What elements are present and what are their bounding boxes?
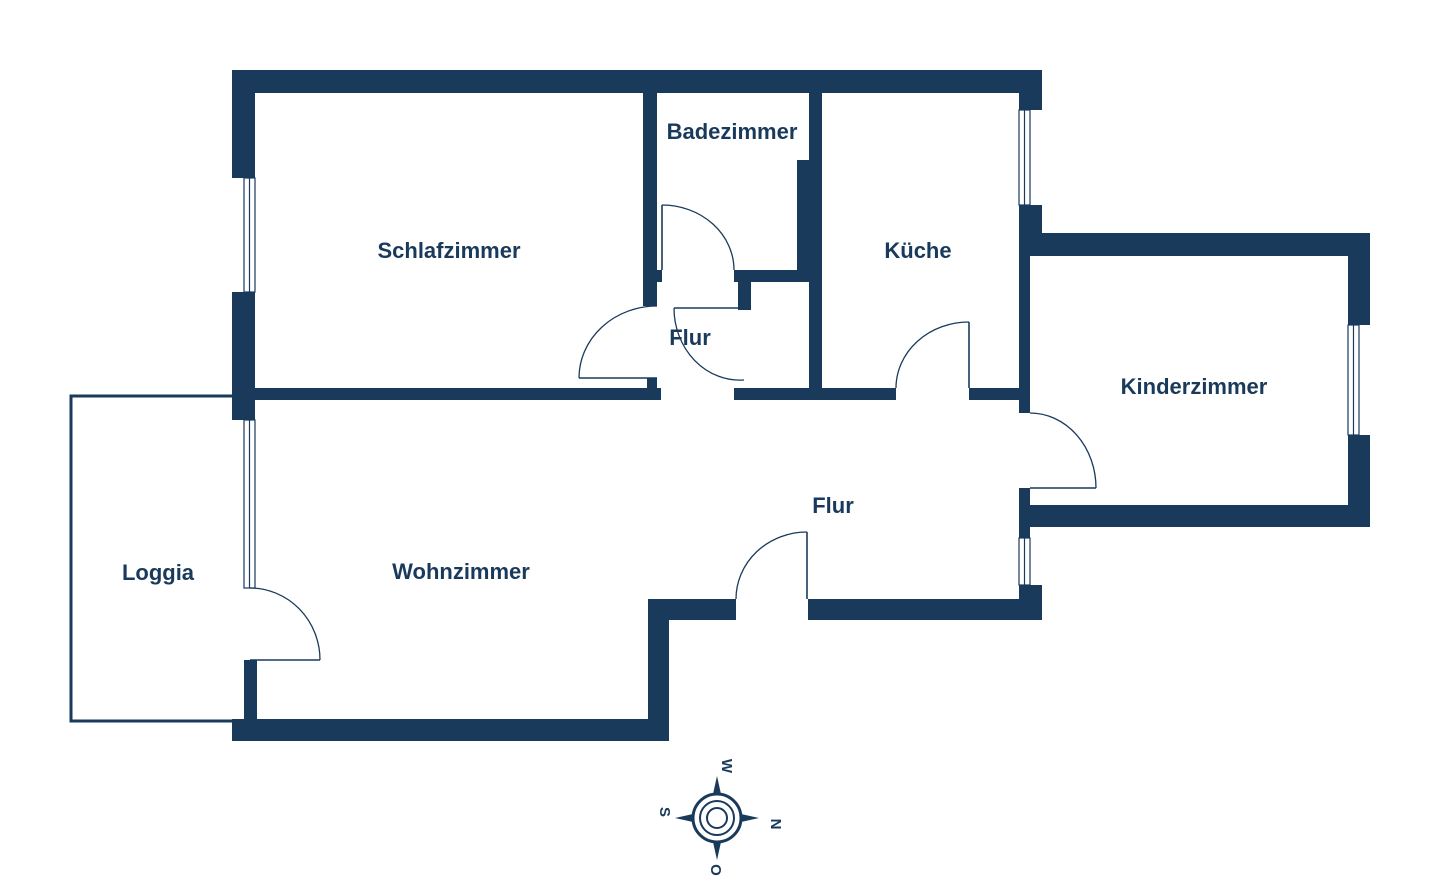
- window-kinder: [1347, 324, 1360, 436]
- door-kitchen[interactable]: [895, 321, 970, 389]
- window-flur: [1018, 537, 1031, 586]
- label-loggia: Loggia: [122, 560, 195, 585]
- label-badezimmer: Badezimmer: [667, 119, 798, 144]
- wall-bedroom-living: [244, 388, 661, 400]
- wall-kinder-right-top: [1348, 233, 1370, 325]
- wall-bottom-flur: [808, 599, 1042, 620]
- wall-bedroom-bath: [643, 93, 657, 306]
- wall-left-upper: [232, 70, 255, 178]
- wall-bedroom-bath-low: [647, 378, 657, 400]
- door-loggia[interactable]: [249, 587, 321, 661]
- doors: [249, 204, 1097, 661]
- window-bedroom: [243, 177, 256, 293]
- compass-north: N: [767, 819, 784, 830]
- wall-kitchen-bottom-left: [809, 388, 896, 400]
- window-kitchen: [1018, 109, 1031, 206]
- door-closet[interactable]: [673, 307, 745, 381]
- compass-needle-n: [741, 814, 759, 822]
- wall-closet-left: [738, 270, 751, 310]
- compass-needle-o: [713, 842, 721, 860]
- windows: [243, 109, 1360, 589]
- wall-bath-kitchen: [809, 93, 822, 400]
- compass-needle-w: [713, 776, 721, 794]
- compass-south: S: [656, 807, 673, 817]
- wall-kinder-bottom: [1030, 505, 1370, 527]
- compass-west: W: [718, 759, 735, 774]
- wall-right-flur-lower: [1019, 585, 1042, 620]
- label-wohnzimmer: Wohnzimmer: [392, 559, 530, 584]
- room-labels: Schlafzimmer Badezimmer Küche Flur Kinde…: [122, 119, 1268, 585]
- loggia-outline: [69, 394, 244, 723]
- label-flur-top: Flur: [669, 325, 711, 350]
- door-entrance[interactable]: [735, 531, 808, 600]
- wall-bottom-living: [232, 719, 669, 741]
- wall-kinder-right-bottom: [1348, 435, 1370, 527]
- wall-step-horizontal: [648, 599, 736, 620]
- wall-step-vertical: [648, 599, 669, 741]
- door-bedroom[interactable]: [578, 305, 658, 379]
- door-kinderzimmer[interactable]: [1029, 412, 1097, 489]
- wall-right-flur-mid: [1019, 488, 1030, 538]
- compass: W O N S: [656, 759, 784, 876]
- label-kinderzimmer: Kinderzimmer: [1121, 374, 1268, 399]
- wall-bath-inner: [797, 160, 811, 282]
- wall-kitchen-bottom-right: [969, 388, 1030, 400]
- wall-top: [232, 70, 1042, 93]
- wall-bath-left-stub: [656, 270, 662, 282]
- compass-needle-s: [675, 814, 693, 822]
- label-schlafzimmer: Schlafzimmer: [377, 238, 520, 263]
- label-kueche: Küche: [884, 238, 951, 263]
- wall-left-mid: [232, 292, 255, 420]
- door-bathroom[interactable]: [661, 204, 735, 271]
- wall-right-kitchen-top: [1019, 70, 1042, 110]
- wall-bath-bottom: [734, 270, 814, 282]
- inner-walls: [244, 93, 1030, 400]
- outer-walls: [232, 70, 1370, 741]
- wall-kinder-top: [1019, 233, 1370, 256]
- window-living-loggia: [243, 419, 256, 589]
- compass-east: O: [707, 864, 724, 876]
- wall-right-kitchen-tail: [1019, 255, 1030, 413]
- wall-closet-bottom: [734, 388, 814, 400]
- label-flur-main: Flur: [812, 493, 854, 518]
